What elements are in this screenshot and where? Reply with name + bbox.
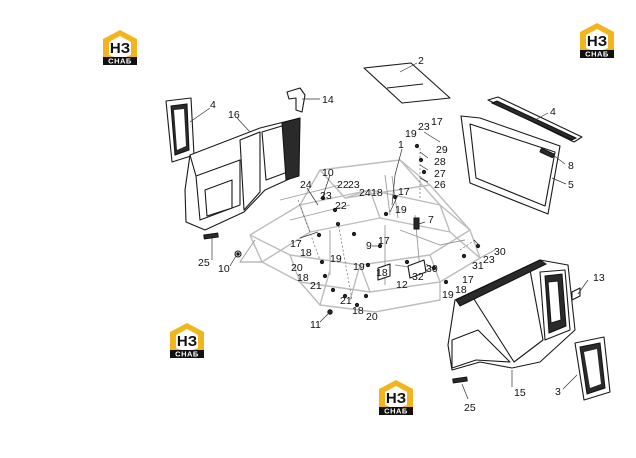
part-25-left-strip	[203, 232, 219, 240]
callout-17-c: 17	[290, 238, 302, 250]
callout-18-b: 18	[300, 247, 312, 259]
part-3-right-window	[574, 336, 611, 401]
part-14-bracket	[286, 87, 306, 113]
callout-17-d: 17	[378, 235, 390, 247]
logo-word: СНАБ	[108, 57, 132, 66]
cab-frame	[239, 159, 496, 313]
part-15-right-fender	[447, 259, 576, 371]
callout-18-a: 18	[371, 187, 383, 199]
callout-19-e: 19	[442, 289, 454, 301]
callout-19-c: 19	[330, 253, 342, 265]
callout-32: 32	[412, 271, 424, 283]
callout-18-f: 18	[352, 305, 364, 317]
logo-mark: НЗ	[177, 333, 197, 350]
leader-lines	[189, 62, 589, 400]
callout-4-left: 4	[210, 99, 216, 111]
callout-19-d: 19	[353, 261, 365, 273]
callout-14: 14	[322, 94, 334, 106]
part-7-latch	[413, 217, 420, 230]
callout-30-a: 30	[494, 246, 506, 258]
callout-25-a: 25	[198, 257, 210, 269]
callout-3: 3	[555, 386, 561, 398]
callout-21-b: 21	[340, 295, 352, 307]
callout-19-b: 19	[395, 204, 407, 216]
callout-24-b: 24	[359, 187, 371, 199]
callout-30-b: 30	[426, 263, 438, 275]
hardware-fasteners	[316, 143, 481, 315]
callout-13: 13	[593, 272, 605, 284]
callout-2: 2	[418, 55, 424, 67]
callout-25-b: 25	[464, 402, 476, 414]
callout-23-b: 23	[348, 179, 360, 191]
part-4-right-rail	[487, 96, 583, 143]
logo-top-right: НЗ СНАБ	[580, 23, 614, 59]
callout-4-right: 4	[550, 106, 556, 118]
callout-22-b: 22	[335, 200, 347, 212]
callout-23-a: 23	[418, 121, 430, 133]
part-25-bottom-strip	[452, 376, 468, 384]
callout-17-e: 17	[462, 274, 474, 286]
callout-31: 31	[472, 260, 484, 272]
callout-23-c: 23	[320, 190, 332, 202]
logo-word: СНАБ	[585, 50, 609, 59]
callout-10-b: 10	[218, 263, 230, 275]
callout-12: 12	[396, 279, 408, 291]
logo-mark: НЗ	[386, 390, 406, 407]
callout-18-c: 18	[376, 267, 388, 279]
callout-28: 28	[434, 156, 446, 168]
logo-top-left: НЗ СНАБ	[103, 30, 137, 66]
logo-mark: НЗ	[110, 40, 130, 57]
part-5-rear-panel	[460, 115, 561, 215]
callout-24-a: 24	[300, 179, 312, 191]
logo-mark: НЗ	[587, 33, 607, 50]
callout-11: 11	[310, 319, 321, 331]
callout-19-a: 19	[405, 128, 417, 140]
part-4-left-window	[165, 97, 195, 163]
callout-18-e: 18	[455, 284, 467, 296]
callout-21-a: 21	[310, 280, 322, 292]
callout-23-d: 23	[483, 254, 495, 266]
callout-26: 26	[434, 179, 446, 191]
callout-29: 29	[436, 144, 448, 156]
callout-18-d: 18	[297, 272, 309, 284]
callout-1: 1	[398, 139, 404, 151]
part-16-left-fender	[184, 117, 301, 231]
logo-word: СНАБ	[175, 350, 199, 359]
logo-mid-left: НЗ СНАБ	[170, 323, 204, 359]
part-10-bolt	[234, 250, 242, 258]
callout-20-a: 20	[291, 262, 303, 274]
callout-16: 16	[228, 109, 240, 121]
callout-20-b: 20	[366, 311, 378, 323]
part-2-roof-panel	[363, 62, 451, 104]
logo-bottom-center: НЗ СНАБ	[379, 380, 413, 416]
part-8-handle	[539, 148, 555, 158]
callout-27: 27	[434, 168, 446, 180]
callout-9: 9	[366, 240, 372, 252]
logo-word: СНАБ	[384, 407, 408, 416]
callout-7: 7	[428, 214, 434, 226]
callout-22-a: 22	[337, 179, 349, 191]
callout-5: 5	[568, 179, 574, 191]
callout-10-a: 10	[322, 167, 334, 179]
callout-17-a: 17	[431, 116, 443, 128]
part-13-clip	[571, 287, 581, 301]
callout-17-b: 17	[398, 186, 410, 198]
callout-15: 15	[514, 387, 526, 399]
callout-8: 8	[568, 160, 574, 172]
